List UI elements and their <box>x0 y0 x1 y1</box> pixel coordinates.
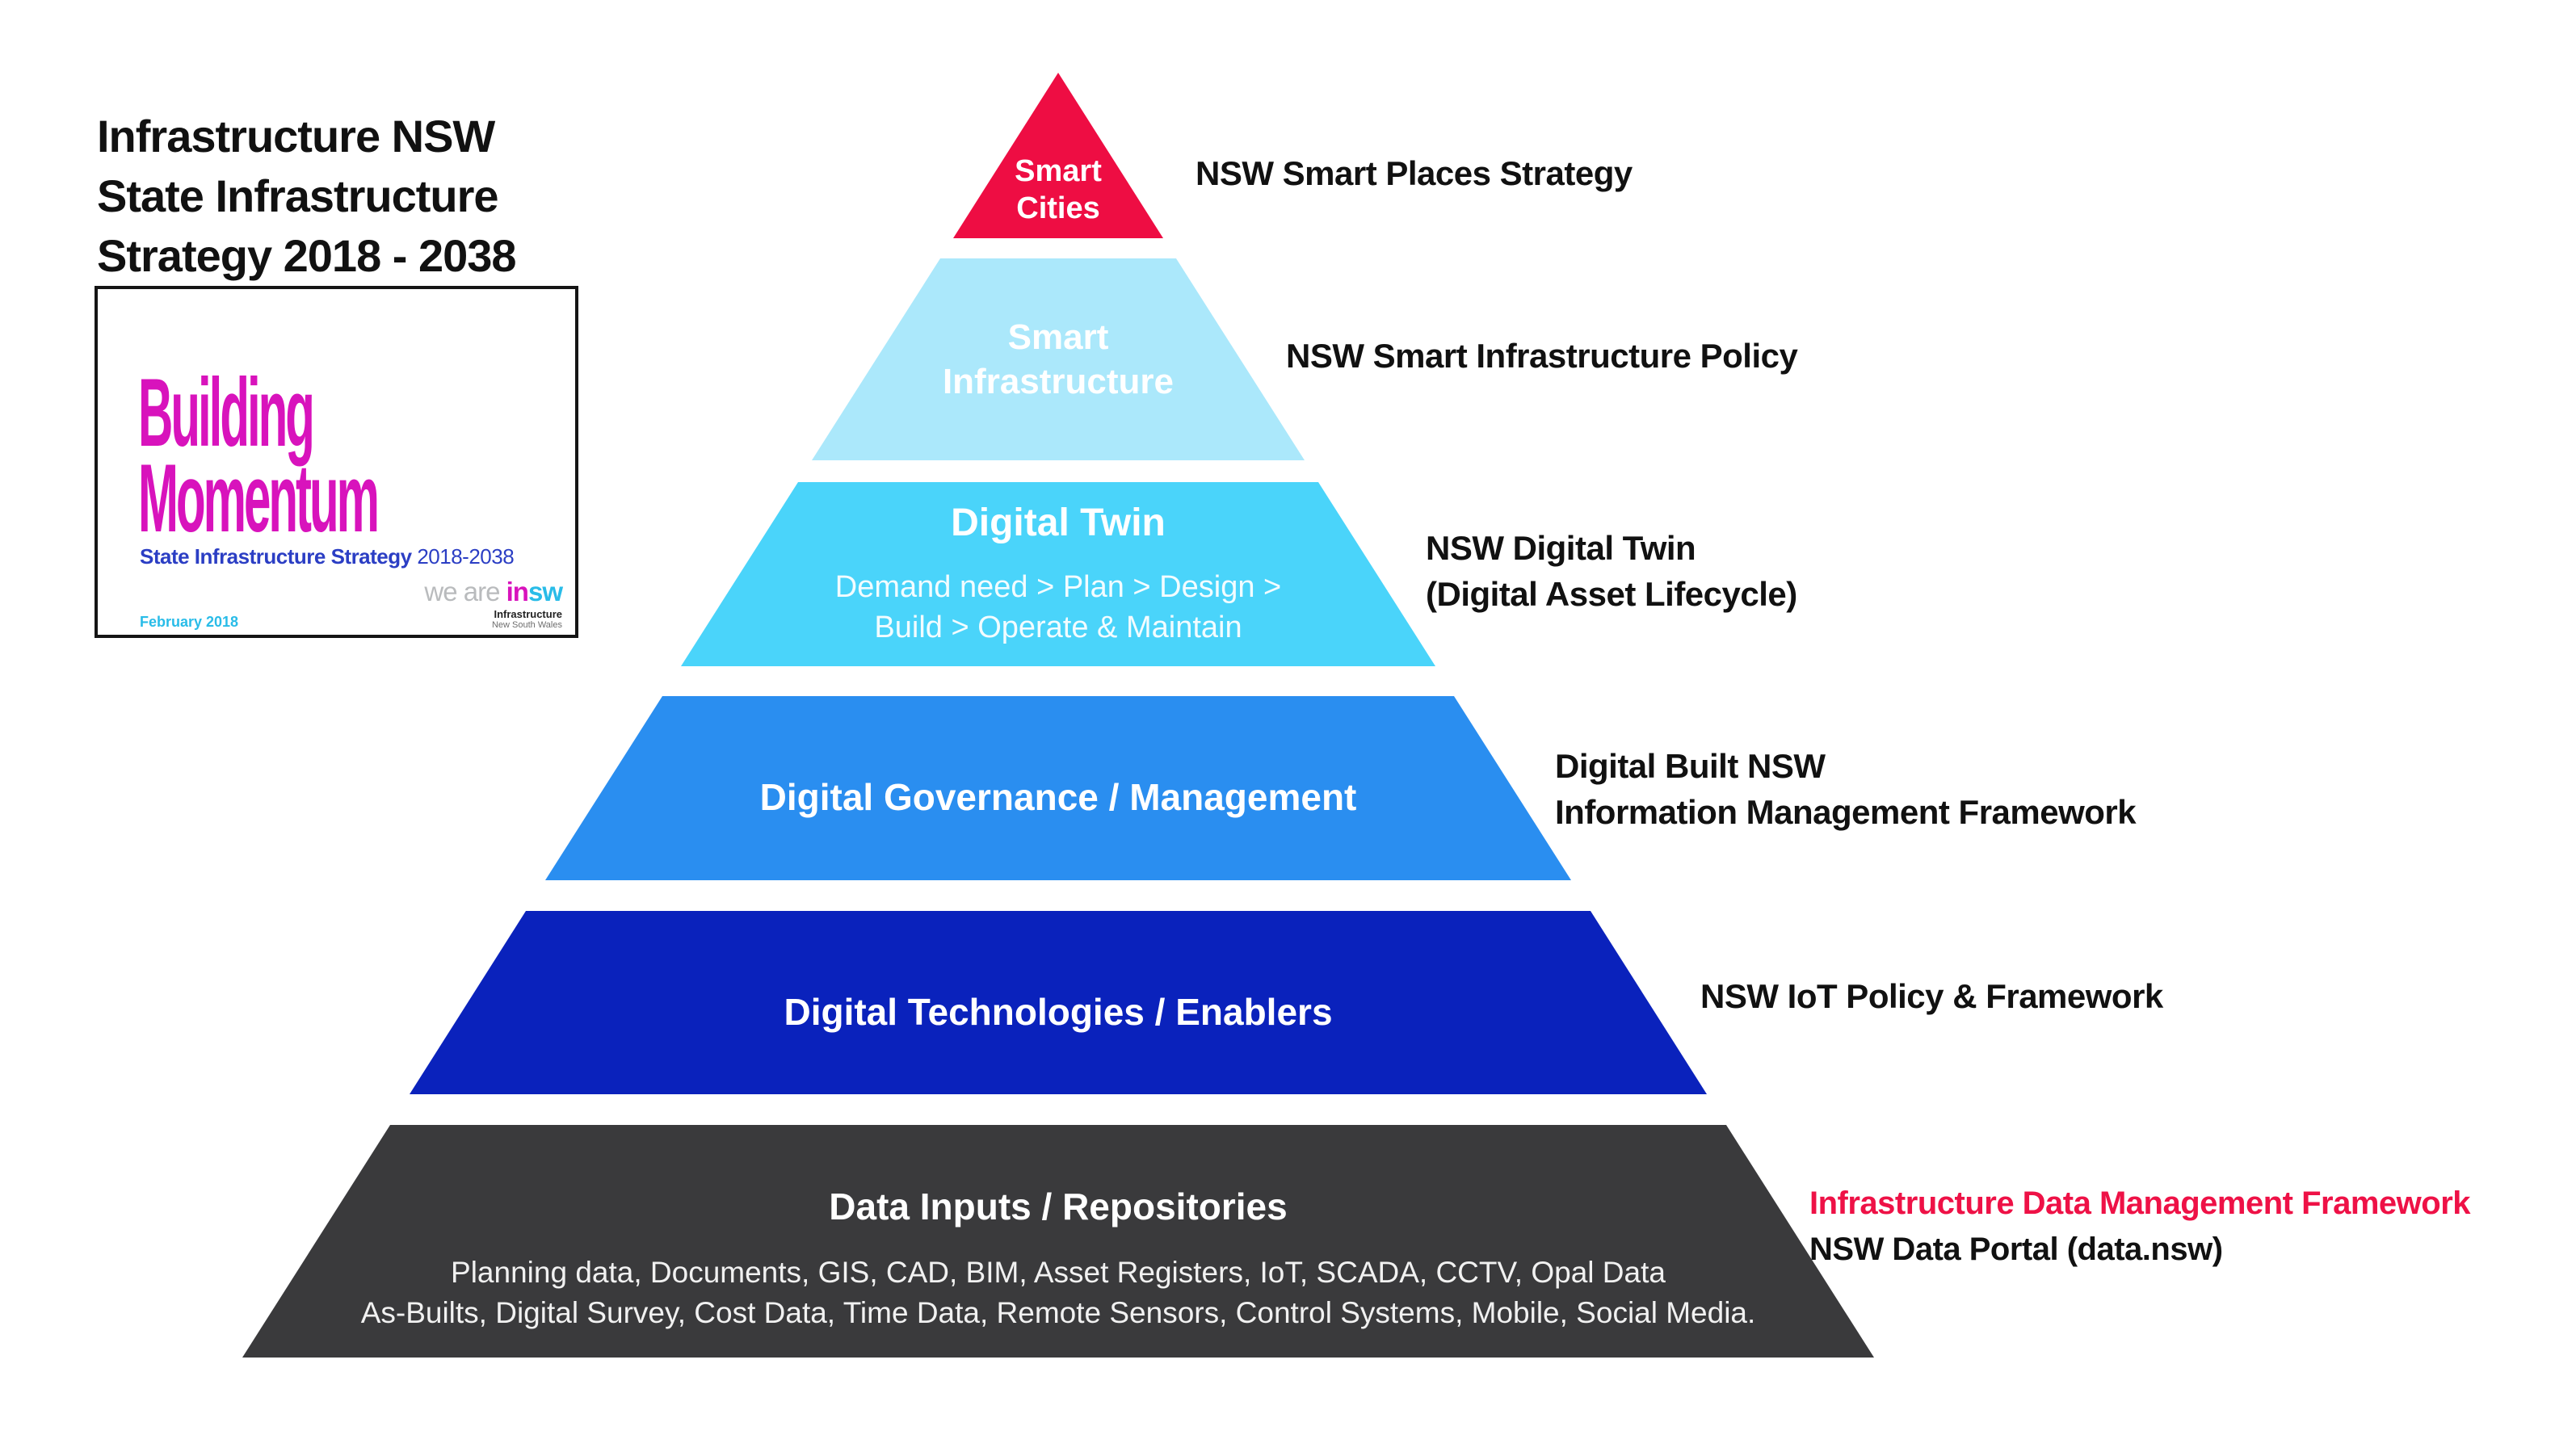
layer-title-line: Infrastructure <box>942 362 1175 401</box>
pyramid-layer-data-inputs: Data Inputs / Repositories Planning data… <box>242 1125 1874 1358</box>
insw-logo-wordmark: we are insw <box>424 577 563 606</box>
annotation-iot-policy-framework: NSW IoT Policy & Framework <box>1700 973 2163 1019</box>
page-title-line: State Infrastructure <box>97 170 499 221</box>
cover-title-line: Building <box>138 359 315 467</box>
report-cover-thumbnail: Building Momentum State Infrastructure S… <box>95 286 578 638</box>
cover-subtitle-strategy: State Infrastructure Strategy <box>140 544 412 569</box>
annotation-line: Digital Built NSW <box>1555 747 1826 785</box>
cover-subtitle: State Infrastructure Strategy 2018-2038 <box>140 544 515 569</box>
layer-title-line: Smart <box>1015 154 1102 188</box>
layer-subtitle-line: Demand need > Plan > Design > <box>834 570 1282 604</box>
layer-subtitle: Demand need > Plan > Design > Build > Op… <box>835 567 1281 648</box>
cover-date: February 2018 <box>140 614 239 630</box>
layer-title: Digital Twin <box>951 501 1166 544</box>
annotation-line: NSW Data Portal (data.nsw) <box>1809 1232 2223 1267</box>
annotation-smart-places-strategy: NSW Smart Places Strategy <box>1196 150 1633 196</box>
cover-subtitle-years: 2018-2038 <box>417 544 515 569</box>
annotation-line-red: Infrastructure Data Management Framework <box>1809 1186 2471 1221</box>
page-title-line: Strategy 2018 - 2038 <box>97 230 517 281</box>
layer-subtitle-line: Build > Operate & Maintain <box>874 611 1242 644</box>
annotation-line: Information Management Framework <box>1555 793 2137 831</box>
logo-we-are-text: we are <box>424 577 506 606</box>
logo-sw-text: sw <box>527 577 563 606</box>
layer-subtitle-line: Planning data, Documents, GIS, CAD, BIM,… <box>451 1256 1666 1289</box>
pyramid-layer-digital-technologies: Digital Technologies / Enablers <box>410 911 1707 1094</box>
annotation-line: (Digital Asset Lifecycle) <box>1426 575 1797 613</box>
annotation-line: NSW Smart Infrastructure Policy <box>1286 337 1798 375</box>
annotation-digital-twin: NSW Digital Twin (Digital Asset Lifecycl… <box>1426 525 1797 617</box>
annotation-digital-built-nsw: Digital Built NSW Information Management… <box>1555 743 2137 835</box>
page-title-line: Infrastructure NSW <box>97 111 495 162</box>
pyramid: Smart Cities Smart Infrastructure Digita… <box>242 73 1874 1358</box>
layer-title: Digital Technologies / Enablers <box>784 990 1333 1033</box>
insw-logo: we are insw Infrastructure New South Wal… <box>424 577 563 630</box>
logo-in-text: in <box>506 577 529 606</box>
logo-org-state: New South Wales <box>491 620 562 630</box>
annotation-line: NSW Smart Places Strategy <box>1196 154 1633 192</box>
layer-subtitle: Planning data, Documents, GIS, CAD, BIM,… <box>361 1253 1756 1333</box>
cover-title-line: Momentum <box>138 444 380 552</box>
layer-title: Digital Governance / Management <box>759 776 1357 818</box>
layer-title-line: Smart <box>1007 317 1109 357</box>
annotation-smart-infrastructure-policy: NSW Smart Infrastructure Policy <box>1286 333 1798 379</box>
layer-title: Data Inputs / Repositories <box>829 1186 1288 1227</box>
layer-subtitle-line: As-Builts, Digital Survey, Cost Data, Ti… <box>360 1296 1756 1329</box>
annotation-data-management-framework: Infrastructure Data Management Framework… <box>1809 1181 2471 1273</box>
layer-title-line: Cities <box>1016 191 1100 225</box>
page-title: Infrastructure NSW State Infrastructure … <box>97 107 517 286</box>
pyramid-layer-digital-governance: Digital Governance / Management <box>545 696 1571 880</box>
annotation-line: NSW IoT Policy & Framework <box>1700 977 2163 1015</box>
pyramid-layer-digital-twin: Digital Twin Demand need > Plan > Design… <box>681 482 1435 666</box>
logo-org-name: Infrastructure <box>494 608 562 620</box>
annotation-line: NSW Digital Twin <box>1426 529 1696 567</box>
